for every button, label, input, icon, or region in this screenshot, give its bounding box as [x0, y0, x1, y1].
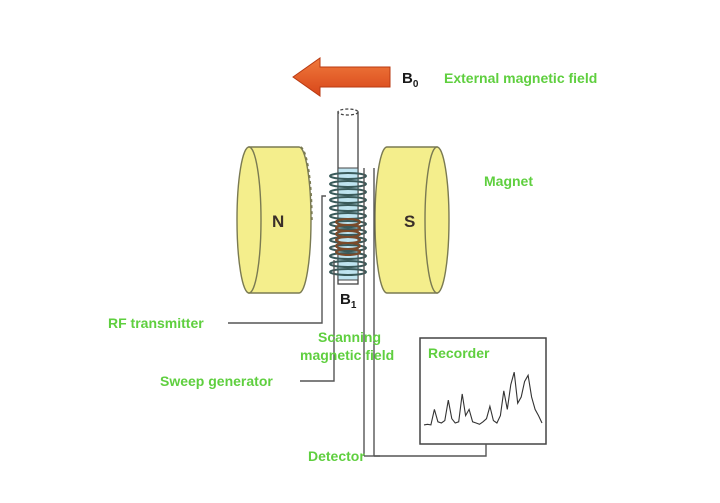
recorder-label: Recorder	[428, 345, 490, 361]
recorder-box	[419, 337, 547, 445]
external-field-label: External magnetic field	[444, 70, 597, 86]
coil-turn	[329, 196, 367, 204]
b0-symbol: B0	[402, 70, 419, 90]
coil-turn	[329, 220, 367, 228]
coil-turn	[329, 252, 367, 260]
scanning-field-label-line2: magnetic field	[300, 347, 394, 363]
spectrum-trace	[423, 372, 543, 426]
coil-turn	[329, 260, 367, 268]
external-field-arrow	[292, 57, 391, 97]
rf-coil	[335, 218, 361, 256]
coil-turn	[329, 204, 367, 212]
coil-turn	[329, 172, 367, 180]
magnet-north	[236, 146, 313, 294]
sweep-generator-wire	[300, 260, 335, 382]
detector-label: Detector	[308, 448, 365, 464]
rf-transmitter-wire	[228, 195, 326, 324]
rf-transmitter-label: RF transmitter	[108, 315, 204, 331]
coil-turn	[329, 188, 367, 196]
coil-turn	[335, 248, 361, 256]
b1-symbol: B1	[340, 291, 357, 311]
north-pole-label: N	[272, 212, 284, 231]
coil-turn	[329, 268, 367, 276]
sweep-generator-label: Sweep generator	[160, 373, 273, 389]
south-pole-label: S	[404, 212, 415, 231]
detector-wire	[374, 444, 487, 457]
scanning-field-label-line1: Scanning	[318, 329, 381, 345]
magnet-label: Magnet	[484, 173, 533, 189]
coil-turn	[329, 180, 367, 188]
coil-turn	[329, 244, 367, 252]
magnet-south	[374, 146, 450, 294]
coil-turn	[329, 228, 367, 236]
